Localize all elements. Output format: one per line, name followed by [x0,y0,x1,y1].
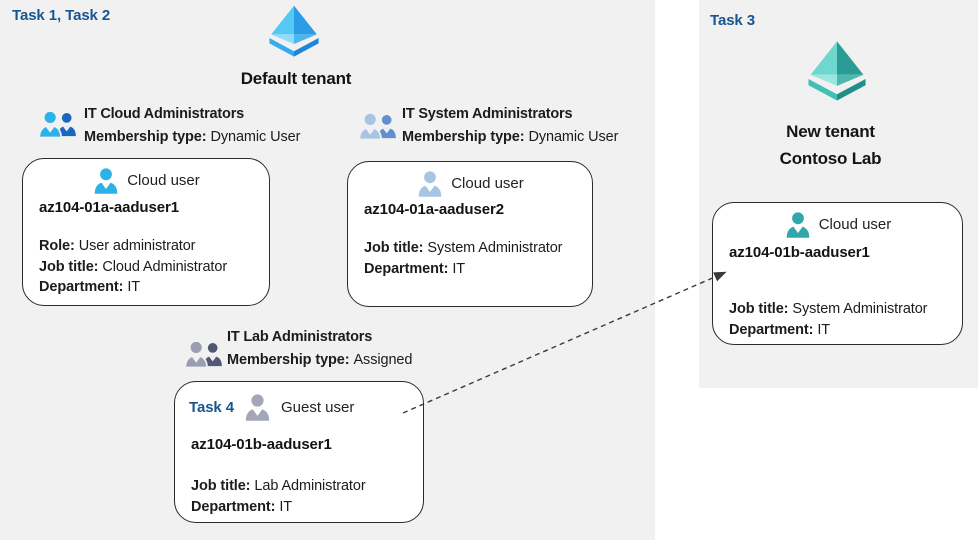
group-membership: Membership type:Dynamic User [402,129,618,145]
field-row: Department:IT [39,277,227,298]
field-row: Department:IT [191,497,366,518]
card-header: Cloud user [23,167,269,194]
card-header: Cloud user [713,211,962,238]
guest-user-card: Task 4 Guest user az104-01b-aaduser1 Job… [174,381,424,523]
field-label: Department: [364,260,449,277]
field-row: Department:IT [729,320,927,341]
user-fields: Role:User administrator Job title:Cloud … [39,236,227,298]
field-value: User administrator [78,238,196,254]
membership-type-value: Dynamic User [528,129,619,145]
card-header: Cloud user [348,170,592,197]
field-row: Role:User administrator [39,236,227,257]
field-value: System Administrator [792,301,928,317]
field-value: IT [127,279,140,295]
person-icon [243,393,272,421]
task-1-2-label: Task 1, Task 2 [12,7,111,24]
field-label: Job title: [39,258,99,275]
field-value: Lab Administrator [254,478,366,494]
field-label: Department: [729,321,814,338]
user-fields: Job title:Lab Administrator Department:I… [191,476,366,517]
task-4-label: Task 4 [189,398,234,416]
user-name: az104-01b-aaduser1 [729,244,870,261]
membership-type-value: Dynamic User [210,129,301,145]
group-name: IT System Administrators [402,106,573,122]
field-label: Department: [39,279,124,295]
user-type-label: Cloud user [818,216,892,233]
field-row: Department:IT [364,259,562,280]
field-value: IT [452,260,465,277]
field-value: Cloud Administrator [102,258,228,275]
user-group-icon [184,339,224,369]
group-name: IT Cloud Administrators [84,106,245,122]
person-icon [416,170,444,197]
membership-type-label: Membership type: [227,352,350,368]
user-fields: Job title:System Administrator Departmen… [729,299,928,341]
user-name: az104-01b-aaduser1 [191,436,332,453]
field-value: IT [817,321,830,338]
card-header: Task 4 Guest user [189,393,354,421]
user-fields: Job title:System Administrator Departmen… [364,238,563,280]
person-icon [92,167,120,194]
task-3-label: Task 3 [710,12,755,29]
group-membership: Membership type:Assigned [227,352,412,368]
new-tenant-user-card: Cloud user az104-01b-aaduser1 Job title:… [712,202,963,345]
person-icon [784,211,812,238]
group-membership: Membership type:Dynamic User [84,129,300,145]
azure-ad-diamond-icon-blue [264,4,324,60]
new-tenant-title-line1: New tenant [786,122,875,141]
field-row: Job title:Cloud Administrator [39,257,227,278]
field-value: IT [279,498,292,515]
azure-ad-diamond-icon-teal [798,40,876,104]
membership-type-value: Assigned [353,352,413,368]
user-type-label: Cloud user [451,175,524,192]
membership-type-label: Membership type: [84,129,207,145]
field-label: Job title: [729,301,789,317]
user-card-aaduser1: Cloud user az104-01a-aaduser1 Role:User … [22,158,270,306]
user-name: az104-01a-aaduser1 [39,199,179,216]
field-value: System Administrator [427,240,563,256]
user-type-label: Guest user [281,398,355,416]
user-card-aaduser2: Cloud user az104-01a-aaduser2 Job title:… [347,161,593,307]
membership-type-label: Membership type: [402,129,525,145]
default-tenant-title: Default tenant [240,69,352,88]
user-group-icon [358,111,398,141]
group-name: IT Lab Administrators [227,329,373,345]
field-label: Department: [191,498,276,515]
new-tenant-title-line2: Contoso Lab [779,149,882,168]
user-group-icon [38,109,78,139]
field-label: Job title: [191,478,251,494]
field-label: Role: [39,238,75,254]
field-row: Job title:System Administrator [729,299,928,320]
user-type-label: Cloud user [127,172,200,189]
user-name: az104-01a-aaduser2 [364,201,504,218]
field-row: Job title:Lab Administrator [191,476,366,497]
field-row: Job title:System Administrator [364,238,563,259]
field-label: Job title: [364,240,424,256]
